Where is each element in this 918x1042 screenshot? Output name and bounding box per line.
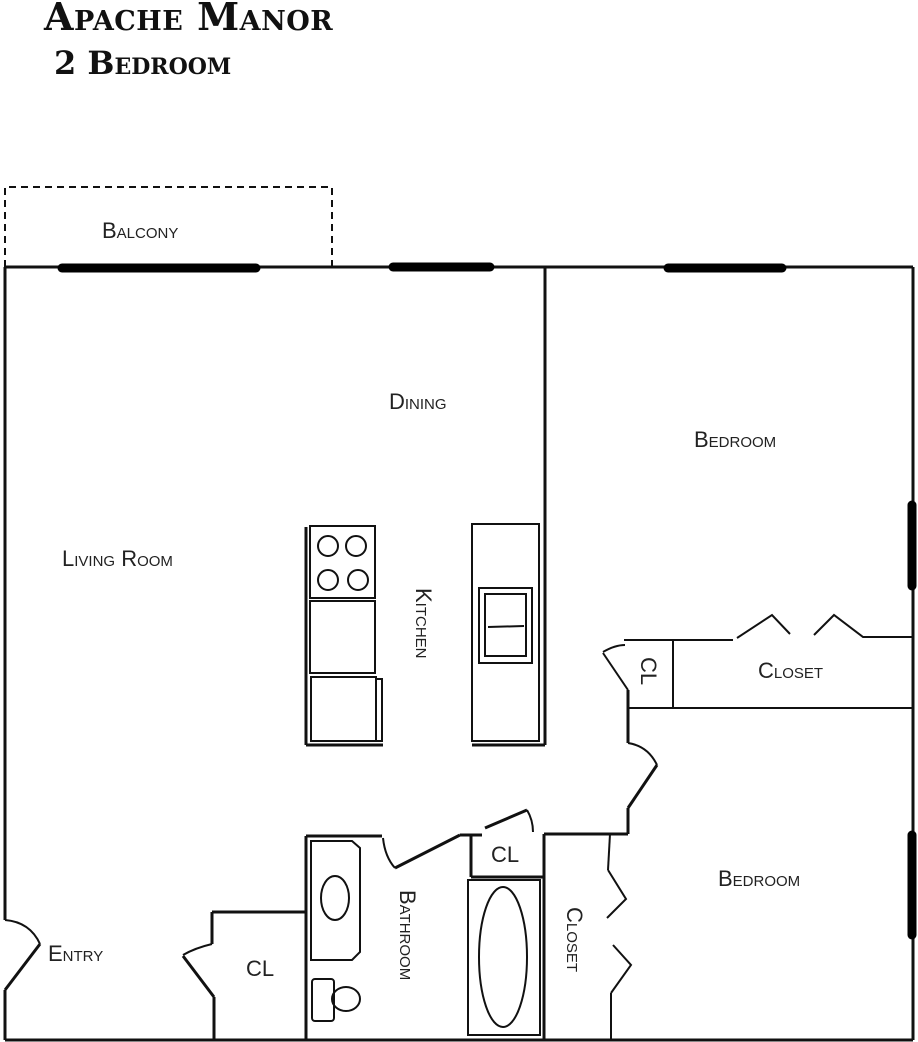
balcony-area: Balcony	[4, 186, 333, 267]
bedroom-2-closet	[606, 833, 633, 1040]
stove	[309, 525, 376, 599]
entry-label: Entry	[48, 941, 103, 966]
closet-1-label: Closet	[758, 658, 823, 683]
dining-label: Dining	[389, 389, 447, 414]
vanity	[310, 840, 361, 961]
bedroom-1-closets	[602, 613, 912, 834]
burner-icon	[317, 569, 339, 591]
plan-title: Apache Manor	[44, 0, 334, 39]
kitchen-counter-right	[471, 523, 545, 747]
sink	[478, 587, 533, 664]
plan-subtitle: 2 Bedroom	[54, 44, 232, 82]
windows	[57, 262, 917, 940]
balcony-label: Balcony	[102, 218, 178, 243]
entry-cl-label: CL	[246, 956, 274, 981]
bath-cl-label: CL	[491, 842, 519, 867]
burner-icon	[317, 535, 339, 557]
dishwasher	[310, 676, 377, 742]
toilet	[311, 978, 335, 1022]
living-room-label: Living Room	[62, 546, 173, 571]
bath-block	[304, 808, 628, 1040]
closet-2-label: Closet	[562, 907, 587, 972]
bathtub	[467, 879, 541, 1036]
kitchen-counter-left	[304, 525, 383, 747]
bedroom-1-label: Bedroom	[694, 427, 776, 452]
bedroom-2-label: Bedroom	[718, 866, 800, 891]
burner-icon	[345, 535, 367, 557]
entry-area	[3, 910, 306, 1040]
exterior-walls	[3, 265, 915, 1042]
burner-icon	[347, 569, 369, 591]
bathroom-label: Bathroom	[395, 890, 420, 980]
kitchen-label: Kitchen	[411, 588, 436, 659]
closet-1-cl-label: CL	[636, 657, 661, 685]
